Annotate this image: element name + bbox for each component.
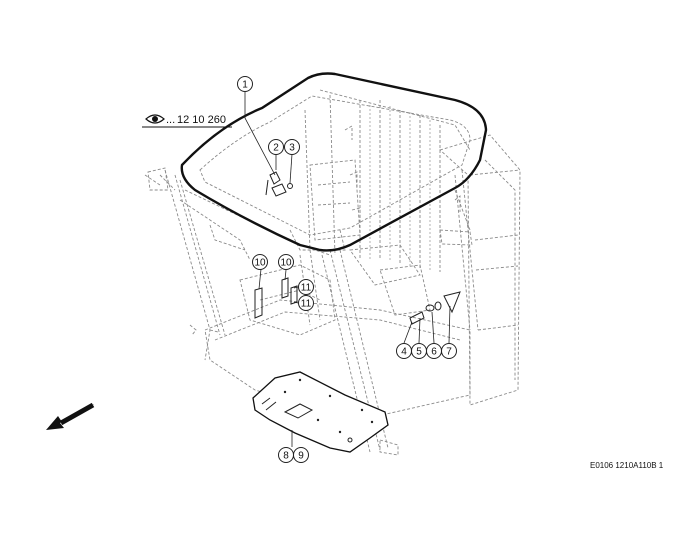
svg-text:8: 8 [283,451,289,462]
view-reference: ... 12 10 260 [142,114,232,128]
latch-parts [265,171,293,197]
windshield-seal [180,72,488,252]
svg-text:7: 7 [446,347,452,358]
svg-text:10: 10 [280,258,292,269]
callout-7: 7 [441,343,457,359]
callout-8: 8 [278,447,294,463]
svg-text:11: 11 [301,283,312,294]
reference-number: 12 10 260 [177,114,226,126]
svg-text:6: 6 [431,347,437,358]
callout-1: 1 [237,76,253,92]
floor-mat [252,371,389,453]
callout-3: 3 [284,139,300,155]
drawing-code: E0106 1210A110B 1 [590,461,664,470]
eye-icon [145,114,165,124]
callout-5: 5 [411,343,427,359]
cab-frame [144,89,521,456]
callout-11b: 11 [298,295,314,311]
callout-9: 9 [293,447,309,463]
svg-text:1: 1 [242,80,248,91]
svg-text:9: 9 [298,451,304,462]
callout-10a: 10 [252,254,268,270]
fitting-parts [409,291,461,325]
svg-text:11: 11 [301,299,312,310]
arrow-down-left-icon [46,402,95,430]
brackets-10-11 [254,277,298,319]
svg-text:3: 3 [289,143,295,154]
callout-2: 2 [268,139,284,155]
svg-text:4: 4 [401,347,407,358]
reference-prefix: ... [166,114,175,126]
callout-11a: 11 [298,279,314,295]
svg-text:5: 5 [416,347,422,358]
callout-10b: 10 [278,254,294,270]
callout-group: 1 2 3 4 5 6 7 8 9 10 10 11 11 [237,76,457,463]
leader-lines [244,92,451,447]
svg-text:2: 2 [273,143,279,154]
callout-4: 4 [396,343,412,359]
svg-text:10: 10 [254,258,266,269]
callout-6: 6 [426,343,442,359]
